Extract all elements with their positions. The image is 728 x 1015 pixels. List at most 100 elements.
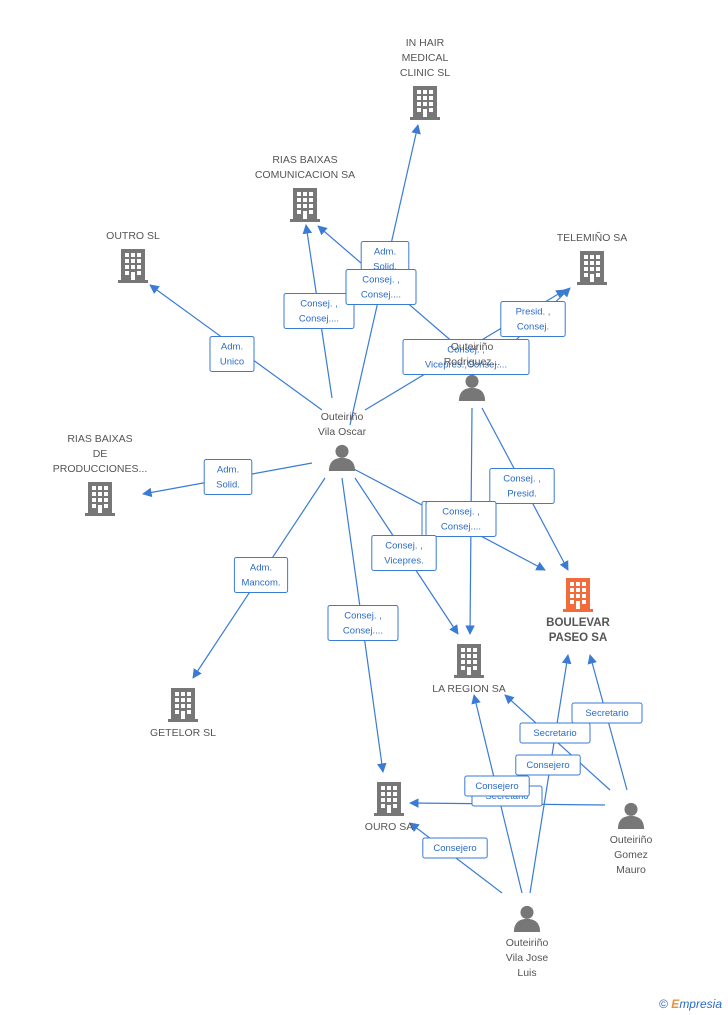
person-icon[interactable] (617, 802, 645, 829)
edge-label-box[interactable] (489, 468, 555, 504)
node-label: IN HAIR (406, 37, 445, 49)
node-ouro[interactable]: OURO SA (365, 782, 413, 833)
edge-label-box[interactable] (203, 459, 253, 495)
brand-logo-first: E (671, 997, 680, 1011)
edge-label-text: Consej.... (299, 314, 339, 325)
edge-label-box[interactable] (425, 501, 497, 537)
edge-label-text: Presid. , (516, 307, 551, 318)
building-icon[interactable] (290, 188, 320, 222)
node-riasbc[interactable]: RIAS BAIXAS COMUNICACION SA (255, 154, 355, 222)
edge-label-jose-to-ouro[interactable]: Consejero (422, 837, 488, 859)
brand-logo-rest: mpresia (679, 997, 722, 1011)
edge-label-box[interactable] (327, 605, 399, 641)
edge-label-oscar-to-riasbp[interactable]: Adm.Solid. (203, 459, 253, 495)
node-riasbp[interactable]: RIAS BAIXASDEPRODUCCIONES... (53, 433, 148, 516)
edge-label-jose-to-laregion[interactable]: Consejero (464, 775, 530, 797)
edge-label-text: Consej. , (344, 611, 382, 622)
edge-label-oscar-to-outro[interactable]: Adm.Unico (209, 336, 255, 372)
building-icon[interactable] (118, 249, 148, 283)
building-icon[interactable] (563, 578, 593, 612)
node-label: TELEMIÑO SA (557, 231, 628, 244)
edge-label-rodriguez-to-telemino[interactable]: Presid. , Consej. (500, 301, 566, 337)
edge-label-box[interactable] (371, 535, 437, 571)
edge-label-text: Presid. (507, 489, 537, 500)
edge-label-rodriguez-to-riasbc[interactable]: Consej. , Consej.... (345, 269, 417, 305)
edge-label-rodriguez-to-laregion[interactable]: Consej. ,Consej.... (425, 501, 497, 537)
building-icon[interactable] (577, 251, 607, 285)
node-label: Gomez (614, 849, 648, 861)
edge-label-box[interactable] (402, 339, 530, 375)
building-icon[interactable] (168, 688, 198, 722)
building-icon[interactable] (374, 782, 404, 816)
node-label: RIAS BAIXAS (272, 154, 337, 166)
edge-label-text: Consej. , (362, 275, 400, 286)
edge-label-rodriguez-to-boulevar[interactable]: Consej. , Presid. (489, 468, 555, 504)
node-label: BOULEVAR (546, 617, 610, 629)
edge-label-jose-to-boulevar[interactable]: Consejero (515, 754, 581, 776)
node-boulevar[interactable]: BOULEVAR PASEO SA (546, 578, 611, 644)
edge-label-box[interactable] (233, 557, 289, 593)
node-label: DE (93, 448, 108, 460)
node-label: CLINIC SL (400, 67, 450, 79)
edge-label-text: Consej. , (300, 299, 338, 310)
edge-label-text: Secretario (533, 728, 576, 739)
person-icon[interactable] (513, 905, 541, 932)
edge-label-text: Unico (220, 357, 244, 368)
person-icon[interactable] (328, 444, 356, 471)
edge-label-text: Consej.... (343, 626, 383, 637)
edge-label-oscar-to-laregion[interactable]: Consej. ,Vicepres. (371, 535, 437, 571)
edge-label-box[interactable] (345, 269, 417, 305)
node-getelor[interactable]: GETELOR SL (150, 688, 216, 739)
node-outro[interactable]: OUTRO SL (106, 230, 160, 283)
edge-label-box[interactable] (500, 301, 566, 337)
edge-label-text: Adm. (374, 247, 396, 258)
edge-label-oscar-to-telemino[interactable]: Consej. ,Vicepres.,Consej.... (402, 339, 530, 375)
node-telemino[interactable]: TELEMIÑO SA (557, 231, 628, 285)
edge-label-text: Mancom. (241, 578, 280, 589)
edge-label-box[interactable] (209, 336, 255, 372)
edge-label-mauro-to-boulevar[interactable]: Secretario (571, 702, 643, 724)
edge-label-oscar-to-getelor[interactable]: Adm.Mancom. (233, 557, 289, 593)
edge-label-box[interactable] (571, 702, 643, 724)
node-label: PASEO SA (549, 632, 608, 644)
edge-label-text: Solid. (216, 480, 240, 491)
footer-brand: © Empresia (659, 997, 722, 1011)
edge-label-text: Consej. (517, 322, 549, 333)
node-label: RIAS BAIXAS (67, 433, 132, 445)
building-icon[interactable] (85, 482, 115, 516)
edge-label-box[interactable] (519, 722, 591, 744)
node-inhair[interactable]: IN HAIR MEDICAL CLINIC SL (400, 37, 450, 120)
node-label: LA REGION SA (432, 683, 506, 695)
building-icon[interactable] (454, 644, 484, 678)
edge-label-box[interactable] (464, 775, 530, 797)
edge-label-oscar-to-riasbc[interactable]: Consej. , Consej.... (283, 293, 355, 329)
edge-label-text: Secretario (585, 708, 628, 719)
edge-label-mauro-to-laregion[interactable]: Secretario (519, 722, 591, 744)
edge-label-box[interactable] (283, 293, 355, 329)
edge-label-box[interactable] (422, 837, 488, 859)
node-label: OUTRO SL (106, 230, 160, 242)
node-label: Vila Oscar (318, 426, 367, 438)
node-label: Vila Jose (506, 952, 549, 964)
edge-label-text: Consej. , (503, 474, 541, 485)
node-label: COMUNICACION SA (255, 169, 355, 181)
edge-label-box[interactable] (515, 754, 581, 776)
node-label: Outeiriño (451, 341, 494, 353)
edge-label-text: Consej.... (441, 522, 481, 533)
node-label: MEDICAL (402, 52, 449, 64)
person-icon[interactable] (458, 374, 486, 401)
edge-label-text: Consej. , (447, 345, 485, 356)
node-laregion[interactable]: LA REGION SA (432, 644, 506, 695)
edge-label-text: Consej.... (361, 290, 401, 301)
edge-label-oscar-to-ouro[interactable]: Consej. , Consej.... (327, 605, 399, 641)
node-rodriguez[interactable]: OuteiriñoRodriguez... (444, 341, 501, 401)
building-icon[interactable] (410, 86, 440, 120)
edge-label-text: Vicepres. (384, 556, 423, 567)
node-label: GETELOR SL (150, 727, 216, 739)
node-label: Outeiriño (321, 411, 364, 423)
node-label: Mauro (616, 864, 646, 876)
